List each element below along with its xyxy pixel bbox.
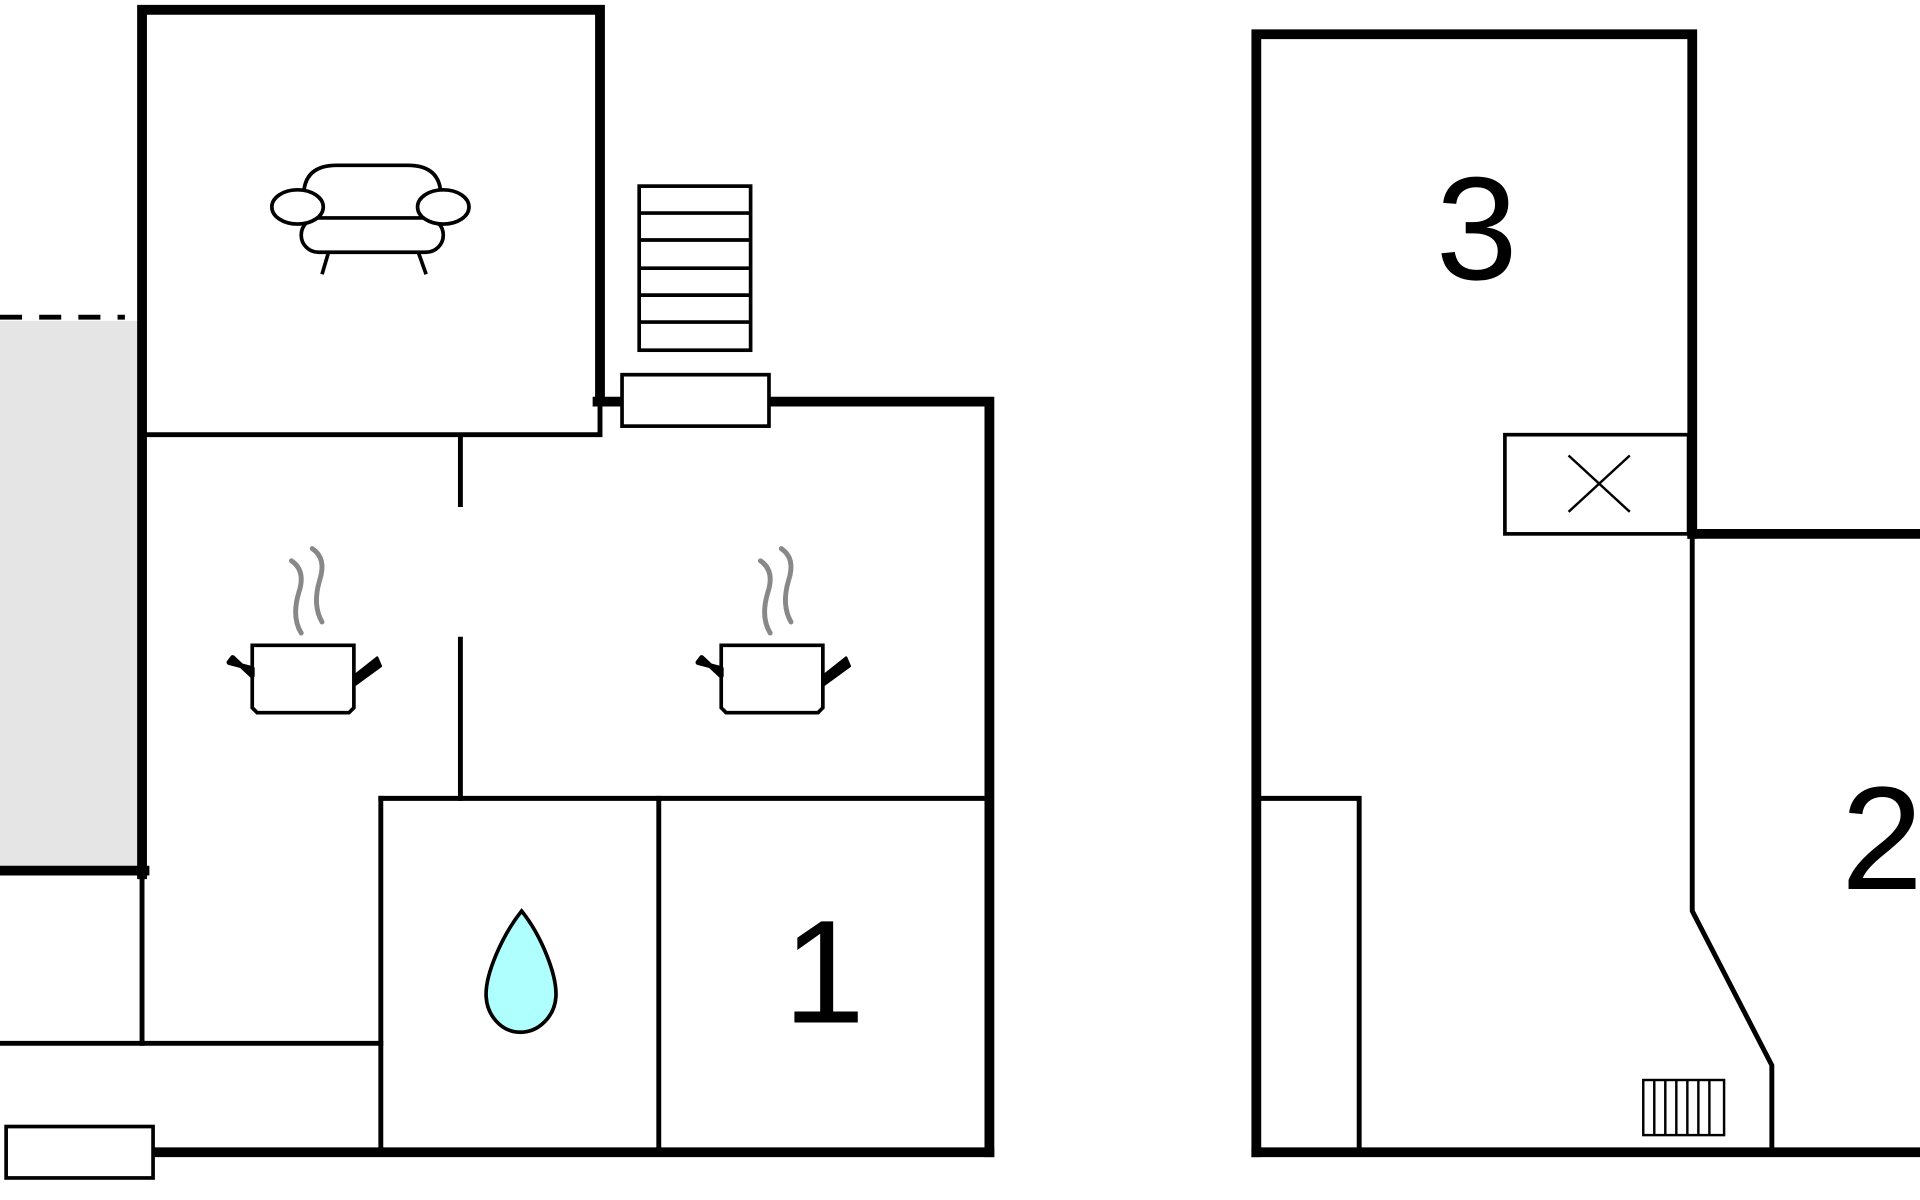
sofa-icon: [270, 163, 471, 275]
window-icon: [4, 1124, 155, 1180]
room-number-3: 3: [1436, 147, 1518, 311]
room-2-inner-wall: [1689, 533, 1775, 1154]
radiator-icon: [1642, 1078, 1726, 1137]
living-room-bottom-wall: [142, 401, 603, 438]
water-drop-icon: [484, 908, 558, 1035]
room-number-2: 2: [1841, 757, 1920, 921]
room-number-1: 1: [783, 890, 865, 1054]
cooking-pot-icon: [226, 546, 383, 715]
living-room-walls: [137, 4, 605, 880]
window-icon: [620, 372, 771, 428]
terrace-area: [0, 320, 139, 871]
room-3-outer-walls: [1251, 29, 1698, 1158]
kitchen-outer-wall: [592, 396, 995, 1158]
chimney-x-icon: [1503, 432, 1691, 536]
cooking-pot-icon: [695, 546, 852, 715]
stairs-icon: [637, 184, 753, 353]
left-floor: [0, 4, 995, 1180]
right-floor: [1251, 29, 1920, 1158]
closet-walls: [1256, 795, 1362, 1154]
